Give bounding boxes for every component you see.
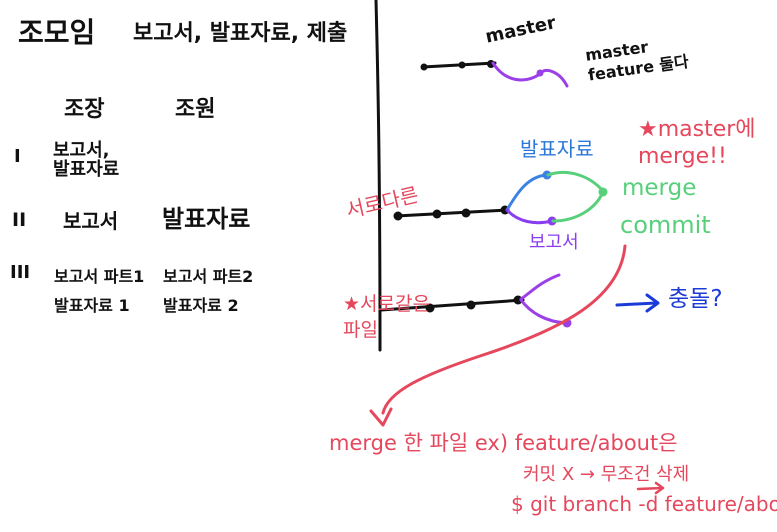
middle-node-1 bbox=[393, 211, 403, 221]
branch-top-label: 발표자료 bbox=[520, 137, 594, 161]
merge-node bbox=[598, 187, 608, 197]
branch-bottom-label: 보고서 bbox=[529, 232, 579, 253]
middle-node-3 bbox=[461, 208, 471, 218]
feature-branch bbox=[491, 61, 542, 82]
bottom-note-line-3: $ git branch -d feature/about bbox=[511, 492, 777, 516]
master-node-2 bbox=[458, 61, 466, 69]
same-file-label: ★서로같은 파일 bbox=[343, 293, 430, 341]
middle-master-line bbox=[394, 208, 510, 218]
merge-diagram bbox=[393, 170, 608, 226]
commit-arrow bbox=[381, 244, 627, 415]
row-number-2: II bbox=[12, 209, 27, 231]
column-leader: 조장 bbox=[64, 97, 105, 122]
row-3-member: 보고서 파트2 발표자료 2 bbox=[163, 267, 254, 315]
row-3-leader: 보고서 파트1 발표자료 1 bbox=[54, 267, 145, 315]
conflict-arrow-head bbox=[645, 293, 660, 313]
bottom-note-line-2: 커밋 X → 무조건 삭제 bbox=[523, 464, 690, 485]
lower-node-2 bbox=[466, 300, 476, 310]
merge-line-bottom bbox=[551, 190, 605, 223]
branch-bottom bbox=[505, 208, 554, 225]
commit-arrow-head bbox=[369, 407, 393, 427]
row-number-1: I bbox=[14, 146, 21, 167]
row-1-leader: 보고서, 발표자료 bbox=[53, 140, 120, 180]
bottom-note-line-1: merge 한 파일 ex) feature/about은 bbox=[329, 431, 678, 455]
merge-label: merge bbox=[622, 175, 697, 201]
branch-top bbox=[505, 173, 549, 212]
notes-title: 조모임 bbox=[18, 16, 96, 49]
star-merge-note: ★master에 merge!! bbox=[638, 117, 756, 169]
vertical-divider bbox=[374, 0, 382, 352]
master-feature-diagram bbox=[420, 60, 569, 88]
conflict-diagram bbox=[379, 273, 572, 328]
commit-label: commit bbox=[620, 211, 711, 239]
feature-node bbox=[536, 69, 544, 77]
lower-master-line bbox=[379, 298, 525, 312]
row-2-member: 발표자료 bbox=[162, 205, 251, 233]
lower-branch bbox=[519, 273, 561, 301]
row-2-leader: 보고서 bbox=[63, 209, 119, 233]
middle-node-2 bbox=[432, 209, 442, 219]
lower-node-1 bbox=[425, 303, 435, 313]
merge-line-top bbox=[546, 170, 605, 193]
lower-branch-bottom bbox=[519, 298, 569, 325]
column-member: 조원 bbox=[175, 97, 216, 122]
conflict-arrow bbox=[615, 301, 658, 307]
small-arrow-left bbox=[636, 486, 664, 491]
feature-hook bbox=[538, 69, 569, 88]
master-node-1 bbox=[420, 63, 428, 71]
conflict-label: 충돌? bbox=[668, 286, 723, 312]
notes-title-tasks: 보고서, 발표자료, 제출 bbox=[133, 21, 348, 46]
row-number-3: III bbox=[10, 262, 31, 283]
small-arrow-left-head bbox=[654, 481, 665, 495]
